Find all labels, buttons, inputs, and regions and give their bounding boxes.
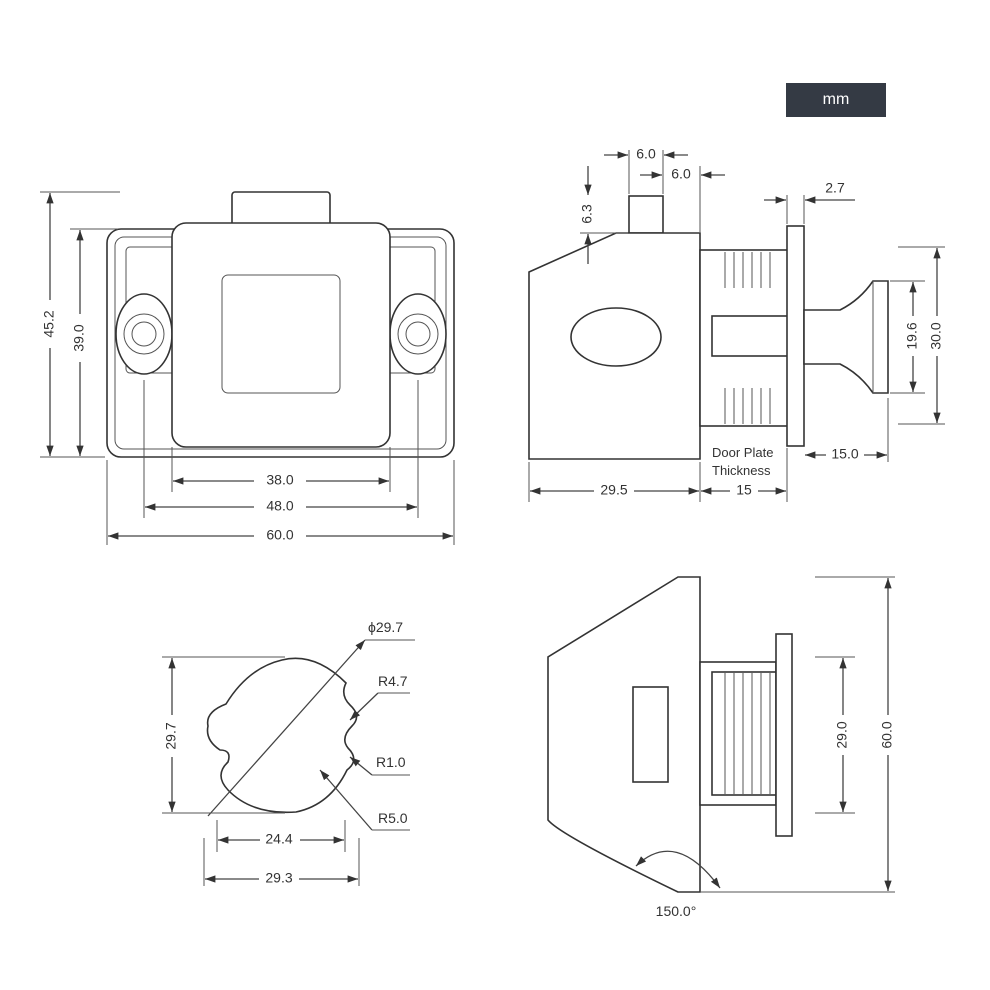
side-latch-tab xyxy=(628,195,664,234)
dim-29-3: 29.3 xyxy=(265,870,292,886)
side-knob xyxy=(803,280,889,394)
bottom-threaded-shaft xyxy=(711,671,777,796)
dim-60-vertical: 60.0 xyxy=(879,721,895,748)
right-screw-hole-outer xyxy=(397,313,439,355)
dim-24-4: 24.4 xyxy=(265,831,292,847)
unit-badge: mm xyxy=(786,83,886,117)
dim-30: 30.0 xyxy=(928,322,944,349)
dim-phi-29-7: ϕ29.7 xyxy=(368,619,403,635)
cutout-view: ϕ29.7 R4.7 R1.0 R5.0 29.7 24.4 29.3 xyxy=(162,619,415,889)
dim-r4-7: R4.7 xyxy=(378,673,408,689)
bottom-body xyxy=(547,576,701,893)
front-view: 45.2 39.0 38.0 48.0 60.0 xyxy=(40,191,455,546)
side-center-pin xyxy=(711,315,789,357)
bottom-door-plate xyxy=(775,633,793,837)
dim-19-6: 19.6 xyxy=(904,322,920,349)
unit-badge-label: mm xyxy=(822,91,850,108)
dim-15-plate: 15 xyxy=(736,482,752,498)
door-plate-label-line1: Door Plate xyxy=(712,445,773,460)
dim-r1-0: R1.0 xyxy=(376,754,406,770)
bottom-side-view: 29.0 60.0 150.0° xyxy=(547,576,898,919)
push-button-body xyxy=(171,222,391,448)
push-button-face xyxy=(221,274,341,394)
dim-29-7-vertical: 29.7 xyxy=(163,722,179,749)
dim-r5-0: R5.0 xyxy=(378,810,408,826)
dim-38: 38.0 xyxy=(266,472,293,488)
dim-2-7: 2.7 xyxy=(825,180,845,196)
side-door-plate xyxy=(786,225,805,447)
side-thread-lines-bottom xyxy=(724,388,771,424)
angle-150: 150.0° xyxy=(656,903,697,919)
dim-15-knob: 15.0 xyxy=(831,446,858,462)
dim-29-0: 29.0 xyxy=(834,721,850,748)
dim-29-5: 29.5 xyxy=(600,482,627,498)
angle-arc xyxy=(635,850,721,889)
right-screw-hole-inner xyxy=(405,321,431,347)
dim-48: 48.0 xyxy=(266,498,293,514)
side-oval-window xyxy=(570,307,662,367)
left-screw-hole-inner xyxy=(131,321,157,347)
side-view: 6.0 6.0 6.3 2.7 19.6 30.0 15.0 Door Plat… xyxy=(528,146,947,502)
door-plate-label-line2: Thickness xyxy=(712,463,771,478)
side-thread-lines-top xyxy=(724,252,771,288)
cutout-shape xyxy=(206,657,358,814)
dim-60: 60.0 xyxy=(266,527,293,543)
dim-6-top-b: 6.0 xyxy=(671,166,691,182)
bottom-slot xyxy=(632,686,669,783)
left-screw-hole-outer xyxy=(123,313,165,355)
bottom-thread-lines xyxy=(724,673,771,794)
dim-6-3: 6.3 xyxy=(579,204,595,224)
dim-45-2: 45.2 xyxy=(41,310,57,337)
dim-6-top-a: 6.0 xyxy=(636,146,656,162)
dim-39: 39.0 xyxy=(71,324,87,351)
